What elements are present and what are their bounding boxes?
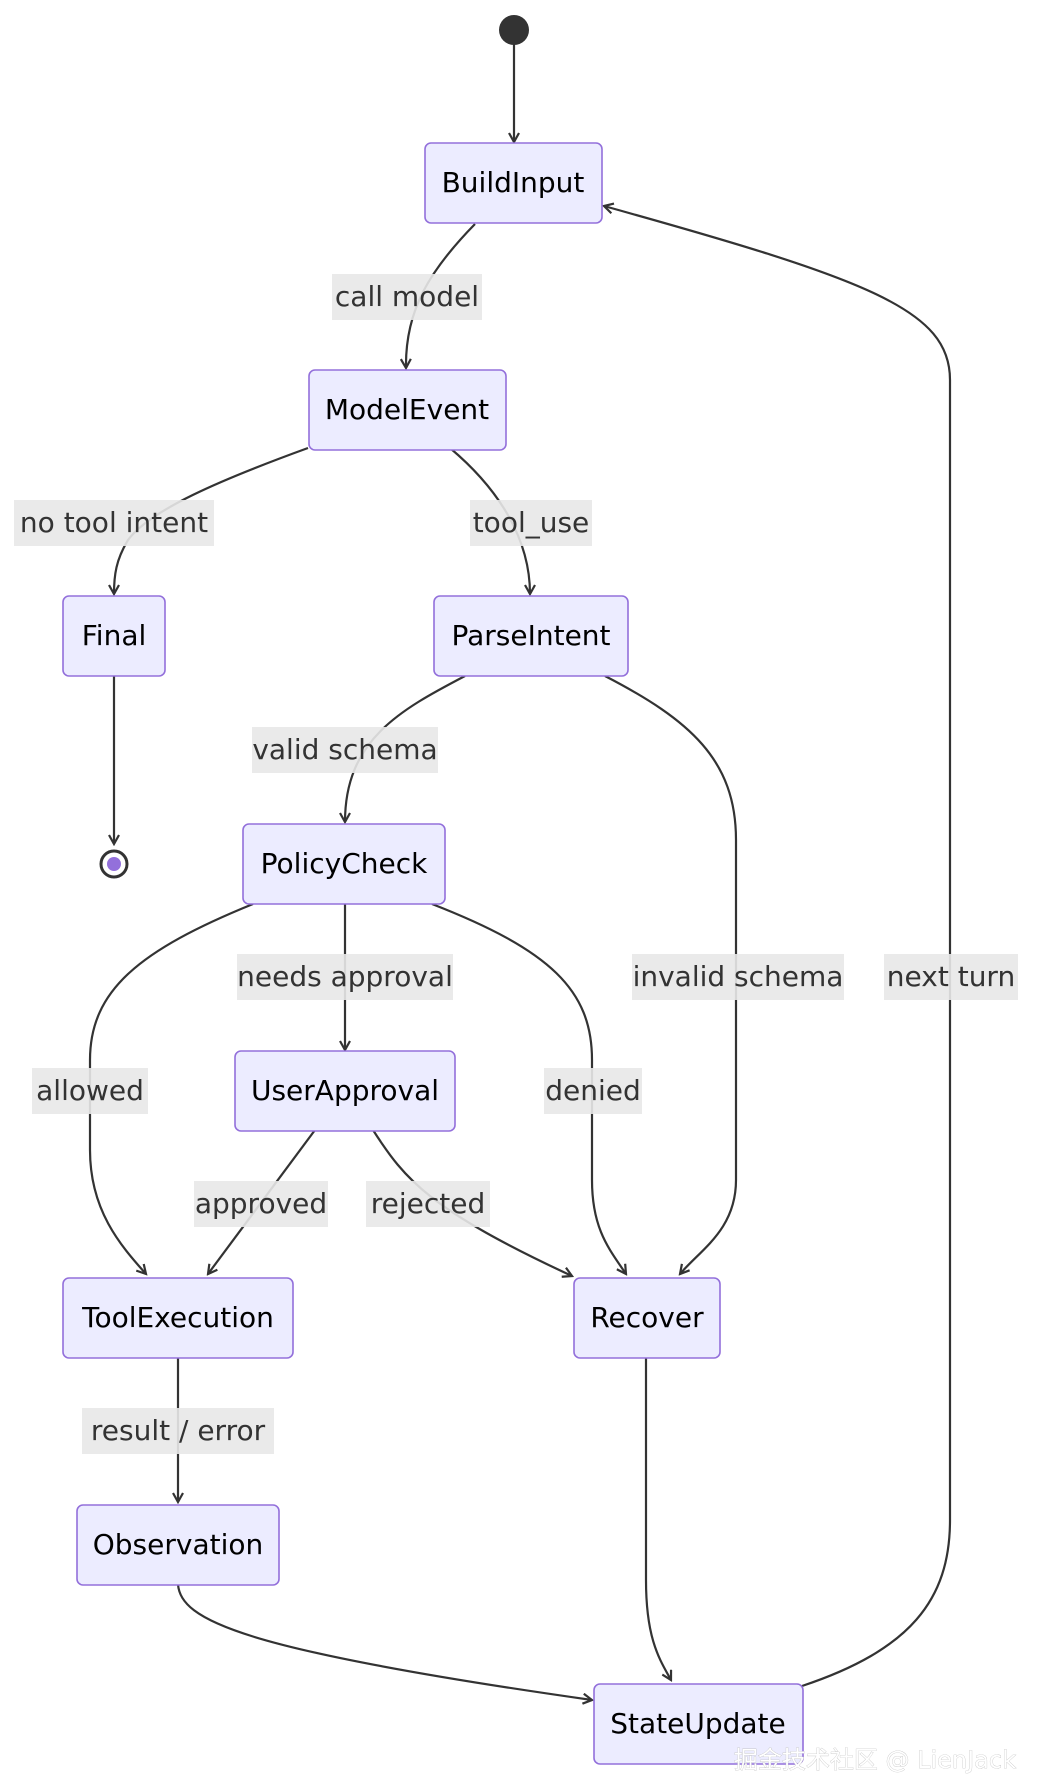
svg-text:ModelEvent: ModelEvent: [325, 393, 489, 426]
state-modelevent[interactable]: ModelEvent: [308, 369, 507, 451]
state-policycheck[interactable]: PolicyCheck: [242, 823, 446, 905]
edge-policycheck-toolexecution: [88, 902, 254, 1274]
svg-text:StateUpdate: StateUpdate: [610, 1707, 786, 1740]
svg-text:call model: call model: [335, 280, 479, 313]
state-toolexecution[interactable]: ToolExecution: [62, 1277, 294, 1359]
svg-text:tool_use: tool_use: [473, 506, 590, 539]
watermark: 掘金技术社区 @ LienJack: [734, 1746, 1016, 1774]
svg-text:rejected: rejected: [371, 1187, 486, 1220]
svg-text:result / error: result / error: [91, 1414, 266, 1447]
svg-text:approved: approved: [195, 1187, 327, 1220]
svg-text:Observation: Observation: [93, 1528, 264, 1561]
edge-observation-stateupdate: [176, 1583, 592, 1700]
svg-text:Final: Final: [82, 619, 147, 652]
svg-text:no tool intent: no tool intent: [20, 506, 208, 539]
label-denied: denied: [544, 1068, 642, 1114]
state-final[interactable]: Final: [62, 595, 166, 677]
edge-recover-stateupdate: [644, 1356, 671, 1680]
label-needs-approval: needs approval: [237, 954, 453, 1000]
svg-text:BuildInput: BuildInput: [442, 166, 585, 199]
svg-text:PolicyCheck: PolicyCheck: [261, 847, 428, 880]
label-invalid-schema: invalid schema: [632, 954, 844, 1000]
edge-stateupdate-buildinput: [604, 206, 952, 1688]
state-observation[interactable]: Observation: [76, 1504, 280, 1586]
svg-text:Recover: Recover: [590, 1301, 704, 1334]
label-result-error: result / error: [82, 1408, 274, 1454]
svg-text:ParseIntent: ParseIntent: [451, 619, 610, 652]
svg-text:needs approval: needs approval: [237, 960, 453, 993]
state-parseintent[interactable]: ParseIntent: [433, 595, 629, 677]
edge-policycheck-recover: [431, 902, 626, 1274]
svg-text:next turn: next turn: [887, 960, 1015, 993]
label-approved: approved: [194, 1181, 328, 1227]
state-buildinput[interactable]: BuildInput: [424, 142, 603, 224]
svg-text:ToolExecution: ToolExecution: [81, 1301, 274, 1334]
label-tool-use: tool_use: [470, 500, 592, 546]
svg-text:UserApproval: UserApproval: [251, 1074, 439, 1107]
svg-text:allowed: allowed: [36, 1074, 144, 1107]
svg-text:denied: denied: [545, 1074, 641, 1107]
edge-parseintent-recover: [604, 675, 738, 1274]
svg-text:valid schema: valid schema: [252, 733, 437, 766]
state-userapproval[interactable]: UserApproval: [234, 1050, 456, 1132]
label-allowed: allowed: [32, 1068, 148, 1114]
end-state-marker: [99, 849, 129, 879]
label-no-tool-intent: no tool intent: [14, 500, 214, 546]
state-stateupdate[interactable]: StateUpdate: [593, 1683, 804, 1765]
svg-text:invalid schema: invalid schema: [633, 960, 844, 993]
label-next-turn: next turn: [884, 954, 1018, 1000]
label-call-model: call model: [332, 274, 482, 320]
label-rejected: rejected: [366, 1181, 490, 1227]
label-valid-schema: valid schema: [252, 727, 438, 773]
state-recover[interactable]: Recover: [573, 1277, 721, 1359]
start-state-dot: [499, 15, 529, 45]
